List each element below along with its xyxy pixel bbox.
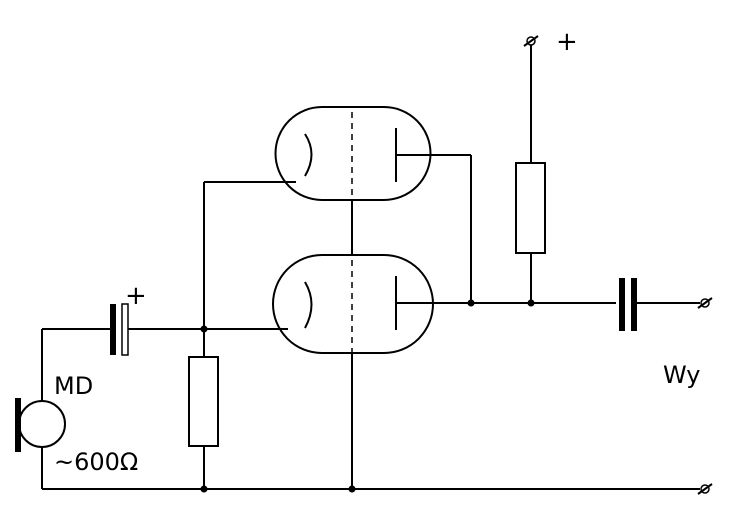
lower-tube-envelope [272,254,434,354]
output-terminal-slash [697,297,713,309]
grid-resistor [188,356,219,447]
impedance-label: ~600Ω [54,448,138,476]
ground-terminal-slash [697,483,713,495]
microphone-circle [18,400,66,448]
lower-tube-cathode [304,281,313,329]
output-label: Wy [663,361,701,389]
input-cap-plate-positive [121,303,129,356]
input-cap-plus-label: + [125,281,147,311]
grid-resistor-ground-junction [200,485,208,493]
supply-plus-label: + [556,27,578,57]
anode-junction [467,299,475,307]
microphone-label: MD [54,372,93,400]
lower-tube-ground-junction [348,485,356,493]
upper-tube-envelope [274,106,432,201]
upper-tube-cathode [304,133,313,177]
load-resistor [515,162,546,254]
supply-terminal-slash [523,35,539,47]
